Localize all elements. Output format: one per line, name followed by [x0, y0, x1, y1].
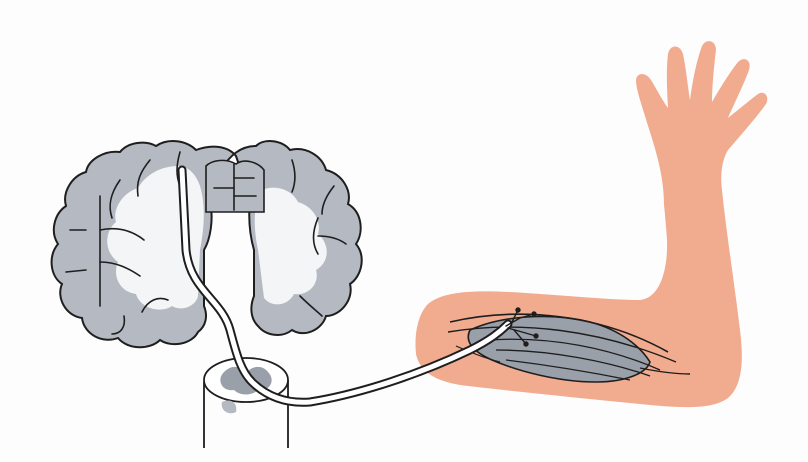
brain-midline-lobe	[206, 160, 264, 212]
brain-icon	[52, 141, 362, 347]
